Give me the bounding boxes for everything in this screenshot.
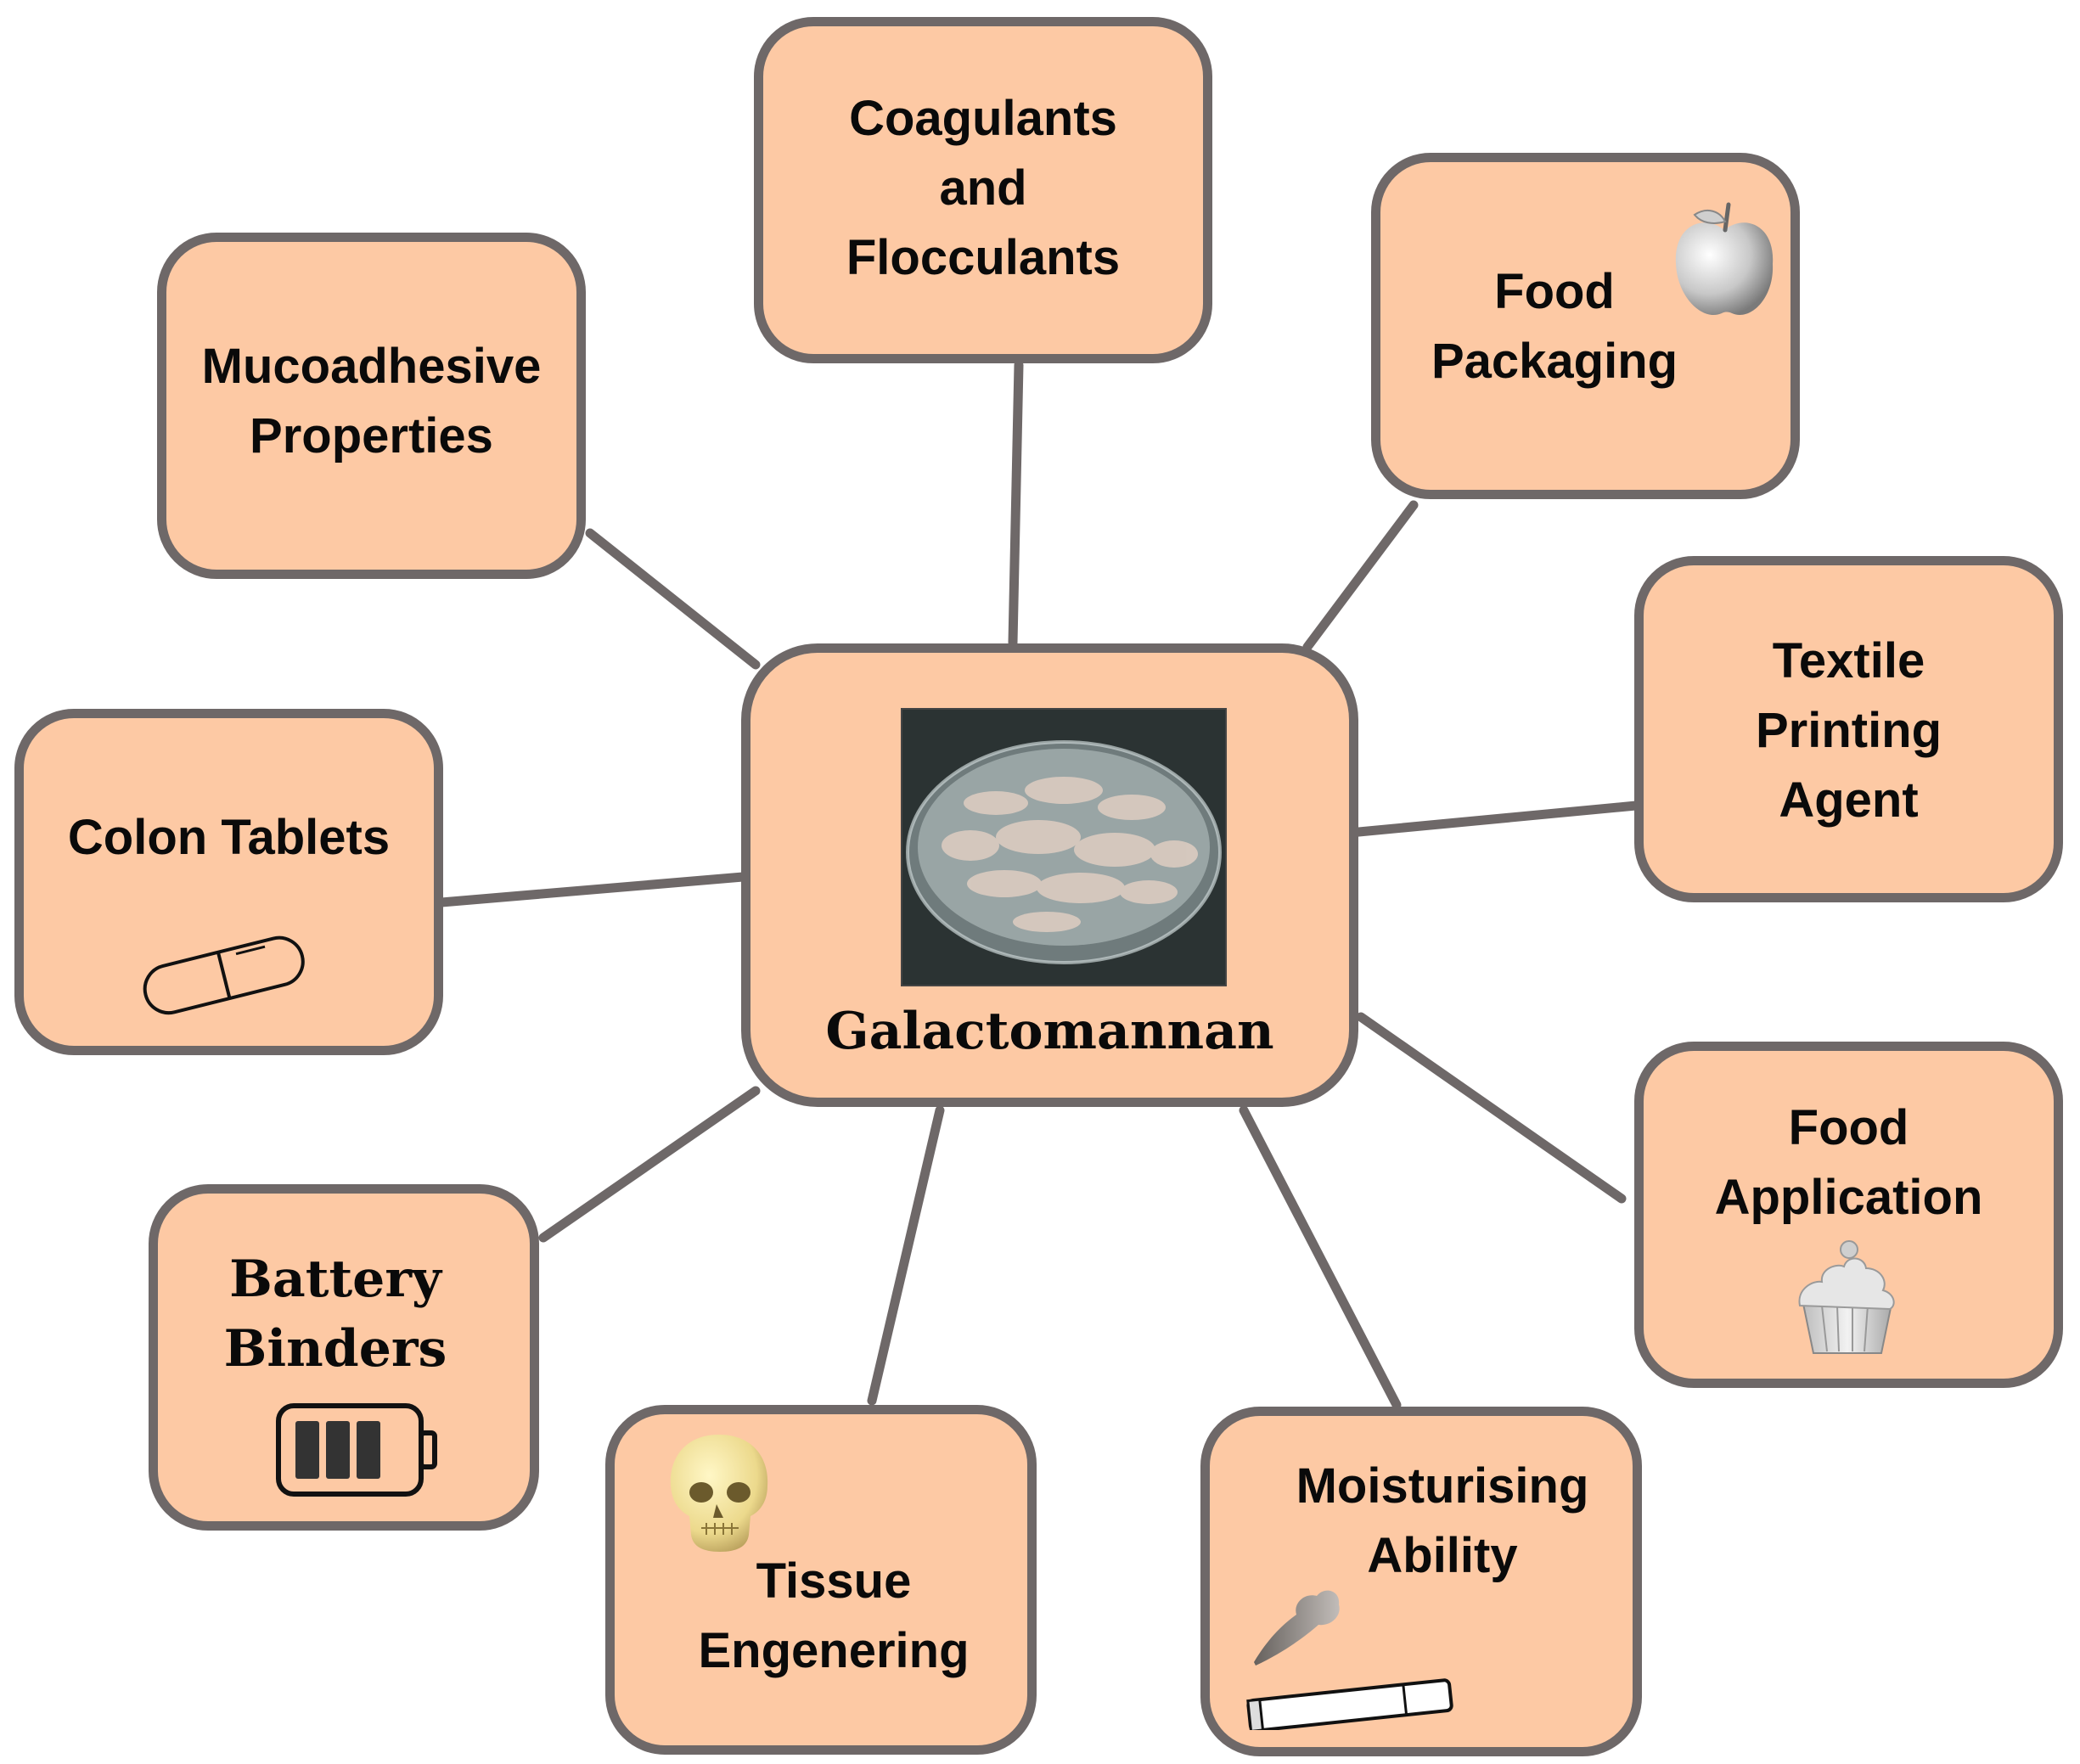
- battery-icon: [276, 1403, 437, 1497]
- center-node-galactomannan: Galactomannan: [741, 643, 1358, 1107]
- node-label-line: Printing: [1755, 703, 1942, 758]
- node-label-line: Battery: [229, 1250, 441, 1309]
- connector-colon-tablets: [436, 872, 748, 907]
- node-label-line: Application: [1714, 1170, 1983, 1225]
- node-mucoadhesive-properties: Mucoadhesive Properties: [157, 233, 586, 579]
- connector-tissue: [867, 1105, 945, 1406]
- connector-coagulants: [1008, 360, 1024, 648]
- node-label-line: Food: [1494, 264, 1615, 319]
- node-label-line: Ability: [1367, 1528, 1518, 1583]
- node-label-line: Moisturising: [1296, 1458, 1589, 1514]
- connector-textile: [1345, 801, 1641, 838]
- connector-mucoadhesive: [585, 528, 761, 670]
- node-label-line: and: [939, 160, 1027, 216]
- connector-food-packaging: [1302, 500, 1419, 652]
- node-label-line: Packaging: [1431, 334, 1678, 389]
- petri-dish-image: [902, 710, 1225, 985]
- node-label-line: Properties: [250, 408, 493, 463]
- node-label-line: Agent: [1779, 772, 1919, 828]
- connector-battery-binders: [538, 1086, 761, 1243]
- node-label-line: Flocculants: [846, 230, 1121, 285]
- node-tissue-engenering: Tissue Engenering: [605, 1405, 1037, 1755]
- node-colon-tablets: Colon Tablets: [14, 709, 443, 1055]
- connector-moisturising: [1239, 1105, 1402, 1410]
- center-node-title: Galactomannan: [825, 1002, 1274, 1061]
- node-label-line: Engenering: [698, 1623, 970, 1678]
- node-label-line: Mucoadhesive: [201, 339, 542, 394]
- capsule-icon: [143, 935, 305, 1015]
- connector-food-application: [1356, 1012, 1627, 1204]
- node-label-line: Binders: [223, 1319, 447, 1379]
- node-battery-binders: Battery Binders: [149, 1184, 539, 1531]
- node-food-application: Food Application: [1634, 1042, 2063, 1388]
- skull-icon: [670, 1435, 768, 1552]
- node-moisturising-ability: Moisturising Ability: [1200, 1407, 1642, 1756]
- node-label-line: Food: [1788, 1100, 1909, 1155]
- node-food-packaging: Food Packaging: [1371, 153, 1800, 499]
- node-label-line: Colon Tablets: [67, 810, 391, 865]
- node-coagulants-flocculants: Coagulants and Flocculants: [754, 17, 1212, 363]
- node-label-line: Tissue: [756, 1553, 912, 1609]
- node-label-line: Textile: [1772, 633, 1925, 688]
- cream-tube-icon: [1246, 1590, 1453, 1730]
- node-label-line: Coagulants: [849, 91, 1117, 146]
- petri-dish-galactomannan-photo: [901, 708, 1227, 986]
- apple-icon: [1675, 202, 1774, 316]
- node-textile-printing-agent: Textile Printing Agent: [1634, 556, 2063, 902]
- cupcake-icon: [1798, 1240, 1895, 1354]
